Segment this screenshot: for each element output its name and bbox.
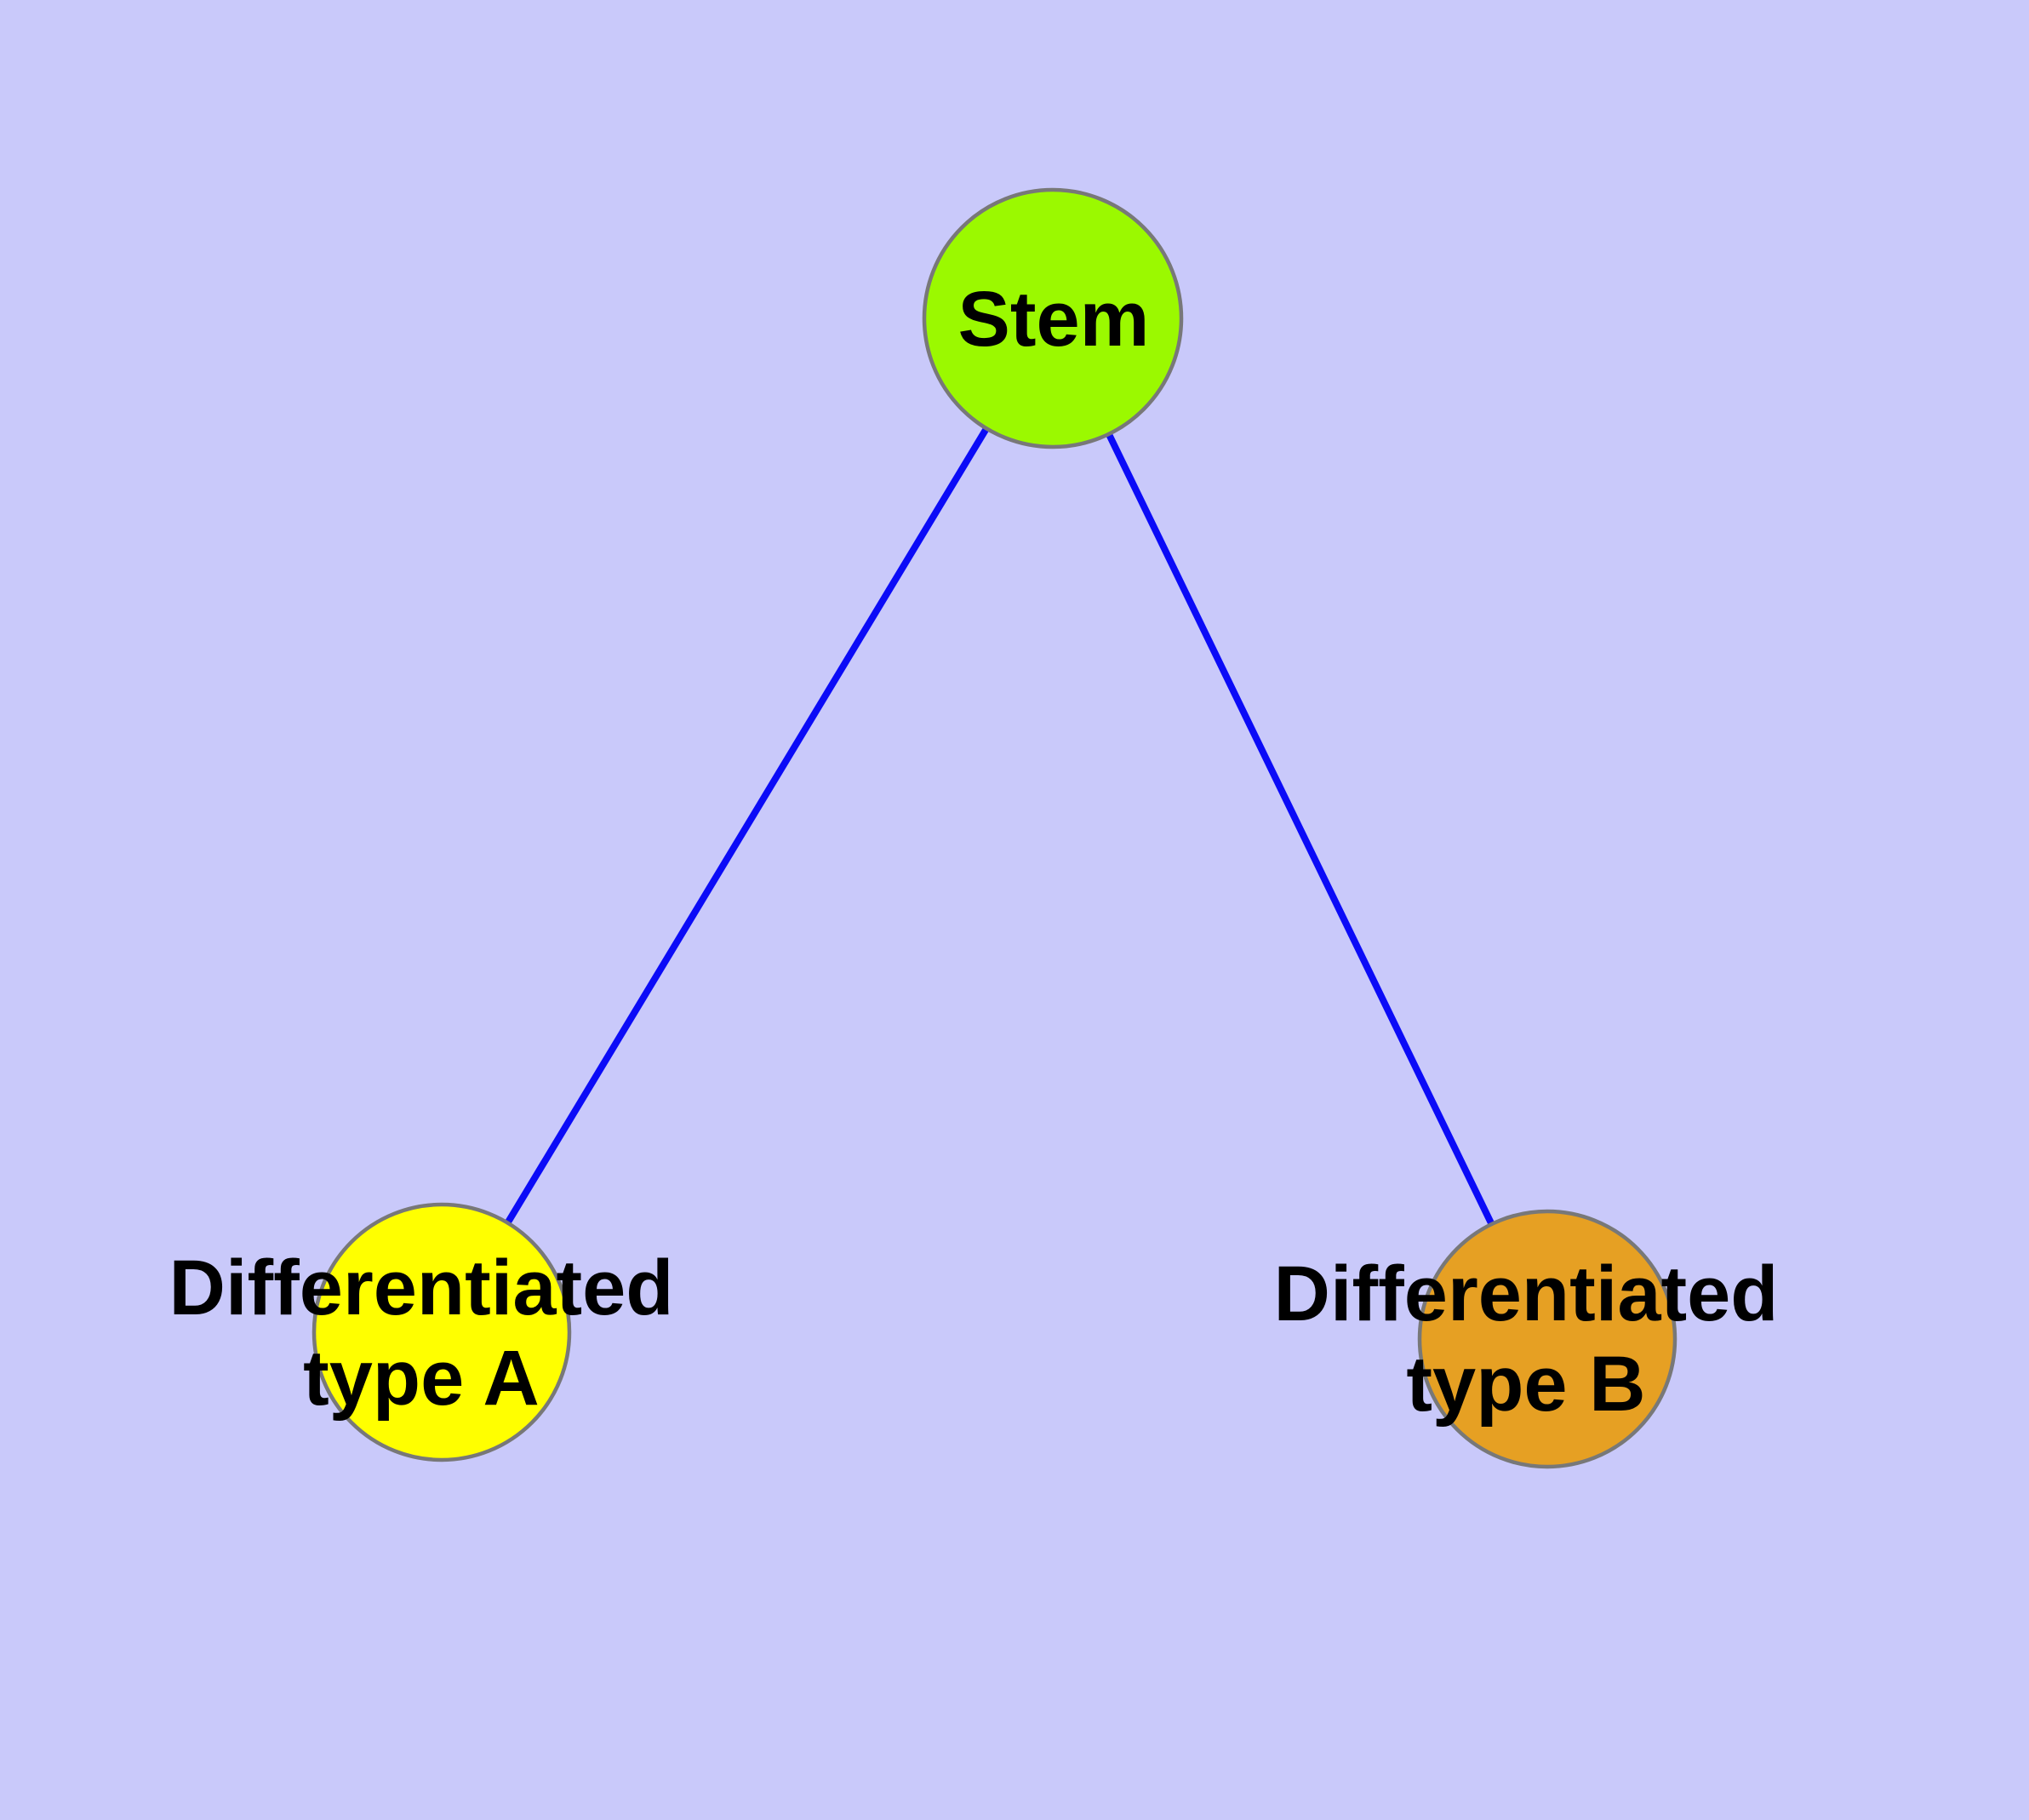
type-a-node-label: Differentiated type A (169, 1243, 674, 1423)
type-b-node (1417, 1209, 1677, 1469)
type-b-node-label: Differentiated type B (1274, 1249, 1779, 1429)
edge-stem-to-type-b (1049, 317, 1551, 1341)
type-b-label-line2: type B (1406, 1341, 1646, 1428)
type-b-label-line1: Differentiated (1273, 1251, 1779, 1337)
type-a-label-line2: type A (303, 1335, 540, 1422)
stem-node (922, 187, 1184, 449)
node-group (311, 187, 1677, 1469)
stem-node-label: Stem (957, 276, 1150, 363)
type-a-node (311, 1202, 572, 1462)
edge-stem-to-type-a (438, 316, 1056, 1335)
type-a-label-line1: Differentiated (169, 1245, 674, 1331)
edge-group (438, 316, 1551, 1341)
